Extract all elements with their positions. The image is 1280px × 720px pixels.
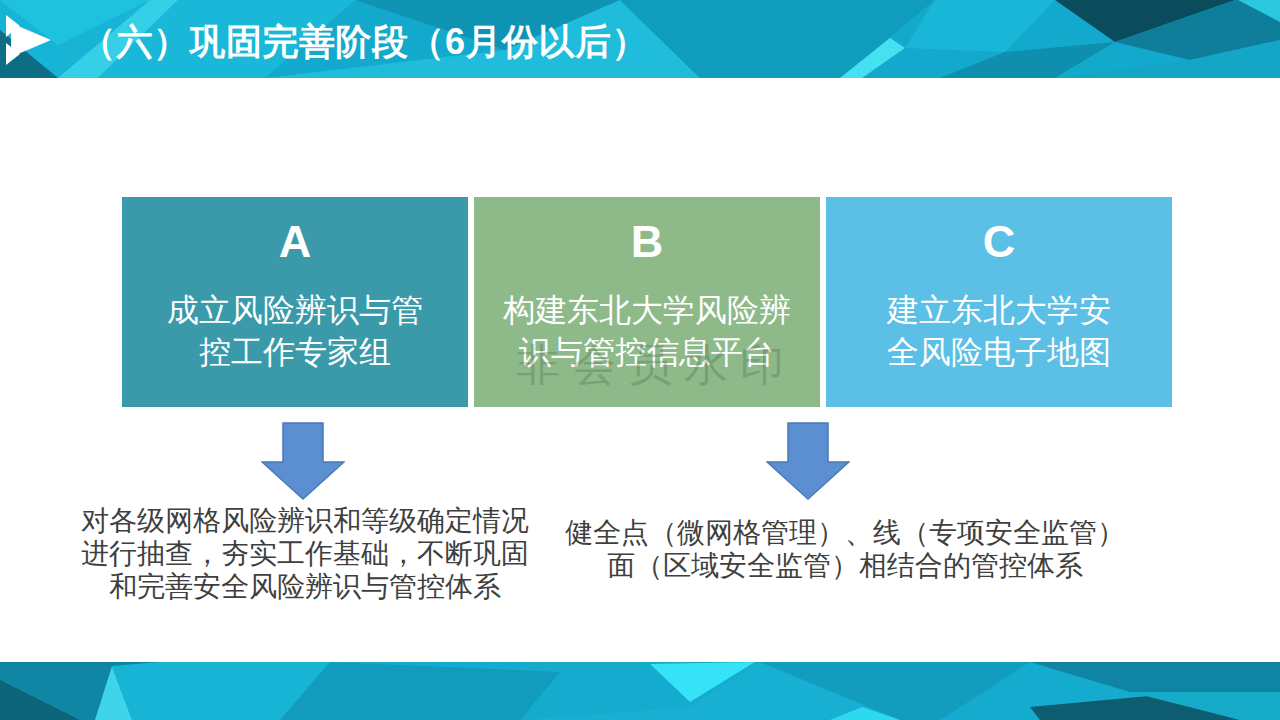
footer-polygon-banner — [0, 662, 1280, 720]
stage-box-c: C 建立东北大学安 全风险电子地图 — [826, 197, 1172, 407]
stage-box-c-letter: C — [826, 220, 1172, 264]
down-arrow-left — [261, 422, 345, 500]
note-right: 健全点（微网格管理）、线（专项安全监管） 面（区域安全监管）相结合的管控体系 — [565, 516, 1125, 582]
watermark: 非会员水印 — [516, 336, 796, 395]
stage-box-b-letter: B — [474, 220, 820, 264]
stage-box-a-text: 成立风险辨识与管 控工作专家组 — [122, 289, 468, 373]
stage-box-a-letter: A — [122, 220, 468, 264]
stage-box-c-text: 建立东北大学安 全风险电子地图 — [826, 289, 1172, 373]
down-arrow-right — [766, 422, 850, 500]
note-left: 对各级网格风险辨识和等级确定情况 进行抽查，夯实工作基础，不断巩固 和完善安全风… — [60, 504, 550, 603]
page-title: （六）巩固完善阶段（6月份以后） — [80, 18, 648, 67]
title-triangles-icon — [6, 15, 52, 65]
header: （六）巩固完善阶段（6月份以后） — [0, 0, 1280, 78]
stage-box-a: A 成立风险辨识与管 控工作专家组 — [122, 197, 468, 407]
